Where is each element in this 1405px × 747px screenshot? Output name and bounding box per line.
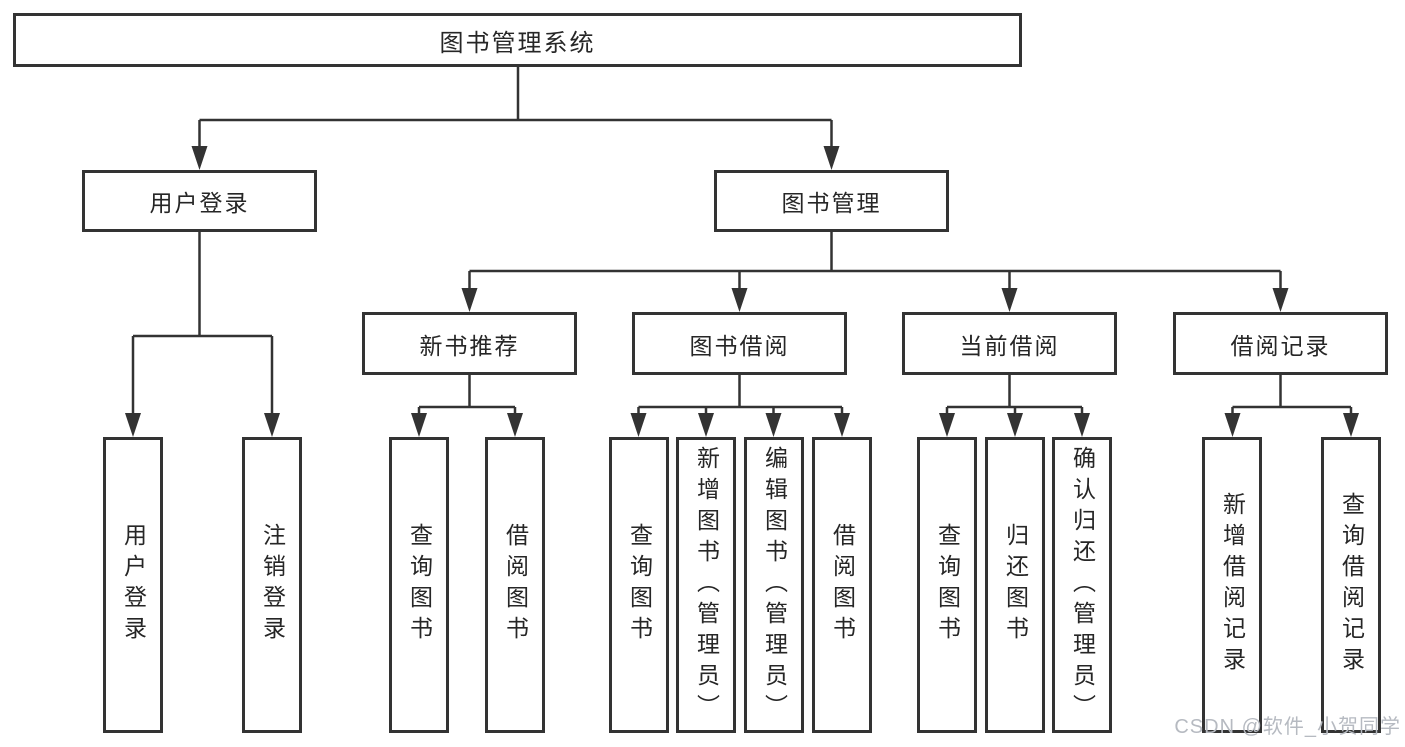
node-label: 新书推荐 bbox=[419, 332, 520, 359]
node-label: 图书管理 bbox=[781, 190, 882, 216]
leaf-logout: 注销登录 bbox=[242, 437, 302, 733]
node-book-management: 图书管理 bbox=[714, 170, 949, 232]
leaf-borrow-books: 借阅图书 bbox=[485, 437, 545, 733]
leaf-label: 借阅图书 bbox=[502, 523, 529, 647]
leaf-query-books: 查询图书 bbox=[609, 437, 669, 733]
leaf-label: 查询图书 bbox=[934, 523, 961, 647]
connector-borrow-records-to-leaves bbox=[1224, 375, 1359, 437]
leaf-label: 借阅图书 bbox=[829, 523, 856, 647]
leaf-confirm-return-admin: 确认归还（管理员） bbox=[1052, 437, 1112, 733]
connector-new-book-to-leaves bbox=[411, 375, 523, 437]
leaf-label: 查询借阅记录 bbox=[1338, 492, 1365, 678]
leaf-query-books: 查询图书 bbox=[917, 437, 977, 733]
leaf-query-books: 查询图书 bbox=[389, 437, 449, 733]
leaf-edit-books-admin: 编辑图书（管理员） bbox=[744, 437, 804, 733]
leaf-label: 新增借阅记录 bbox=[1219, 492, 1246, 678]
node-label: 图书管理系统 bbox=[439, 29, 596, 57]
leaf-label: 新增图书（管理员） bbox=[693, 445, 720, 725]
leaf-return-books: 归还图书 bbox=[985, 437, 1045, 733]
connector-current-borrow-to-leaves bbox=[939, 375, 1090, 437]
leaf-label: 用户登录 bbox=[120, 523, 147, 647]
leaf-label: 编辑图书（管理员） bbox=[761, 445, 788, 725]
node-borrowing-records: 借阅记录 bbox=[1173, 312, 1388, 375]
csdn-watermark: CSDN @软件_小贺同学 bbox=[1174, 716, 1401, 738]
node-current-borrowing: 当前借阅 bbox=[902, 312, 1117, 375]
connector-book-mgmt-to-level3 bbox=[461, 232, 1289, 312]
node-user-login: 用户登录 bbox=[82, 170, 317, 232]
node-label: 借阅记录 bbox=[1230, 332, 1331, 359]
leaf-borrow-books: 借阅图书 bbox=[812, 437, 872, 733]
node-library-management-system: 图书管理系统 bbox=[13, 13, 1022, 67]
leaf-label: 确认归还（管理员） bbox=[1069, 445, 1096, 725]
leaf-label: 查询图书 bbox=[626, 523, 653, 647]
node-label: 用户登录 bbox=[149, 190, 250, 216]
connector-user-login-to-leaves bbox=[125, 232, 280, 437]
node-book-borrowing: 图书借阅 bbox=[632, 312, 847, 375]
leaf-user-login: 用户登录 bbox=[103, 437, 163, 733]
node-label: 当前借阅 bbox=[959, 332, 1060, 359]
leaf-add-books-admin: 新增图书（管理员） bbox=[676, 437, 736, 733]
node-label: 图书借阅 bbox=[689, 332, 790, 359]
connector-root-to-level2 bbox=[191, 67, 840, 170]
leaf-label: 查询图书 bbox=[406, 523, 433, 647]
leaf-label: 归还图书 bbox=[1002, 523, 1029, 647]
leaf-add-borrow-record: 新增借阅记录 bbox=[1202, 437, 1262, 733]
connector-book-borrow-to-leaves bbox=[630, 375, 850, 437]
leaf-label: 注销登录 bbox=[259, 523, 286, 647]
leaf-query-borrow-record: 查询借阅记录 bbox=[1321, 437, 1381, 733]
node-new-book-recommendation: 新书推荐 bbox=[362, 312, 577, 375]
